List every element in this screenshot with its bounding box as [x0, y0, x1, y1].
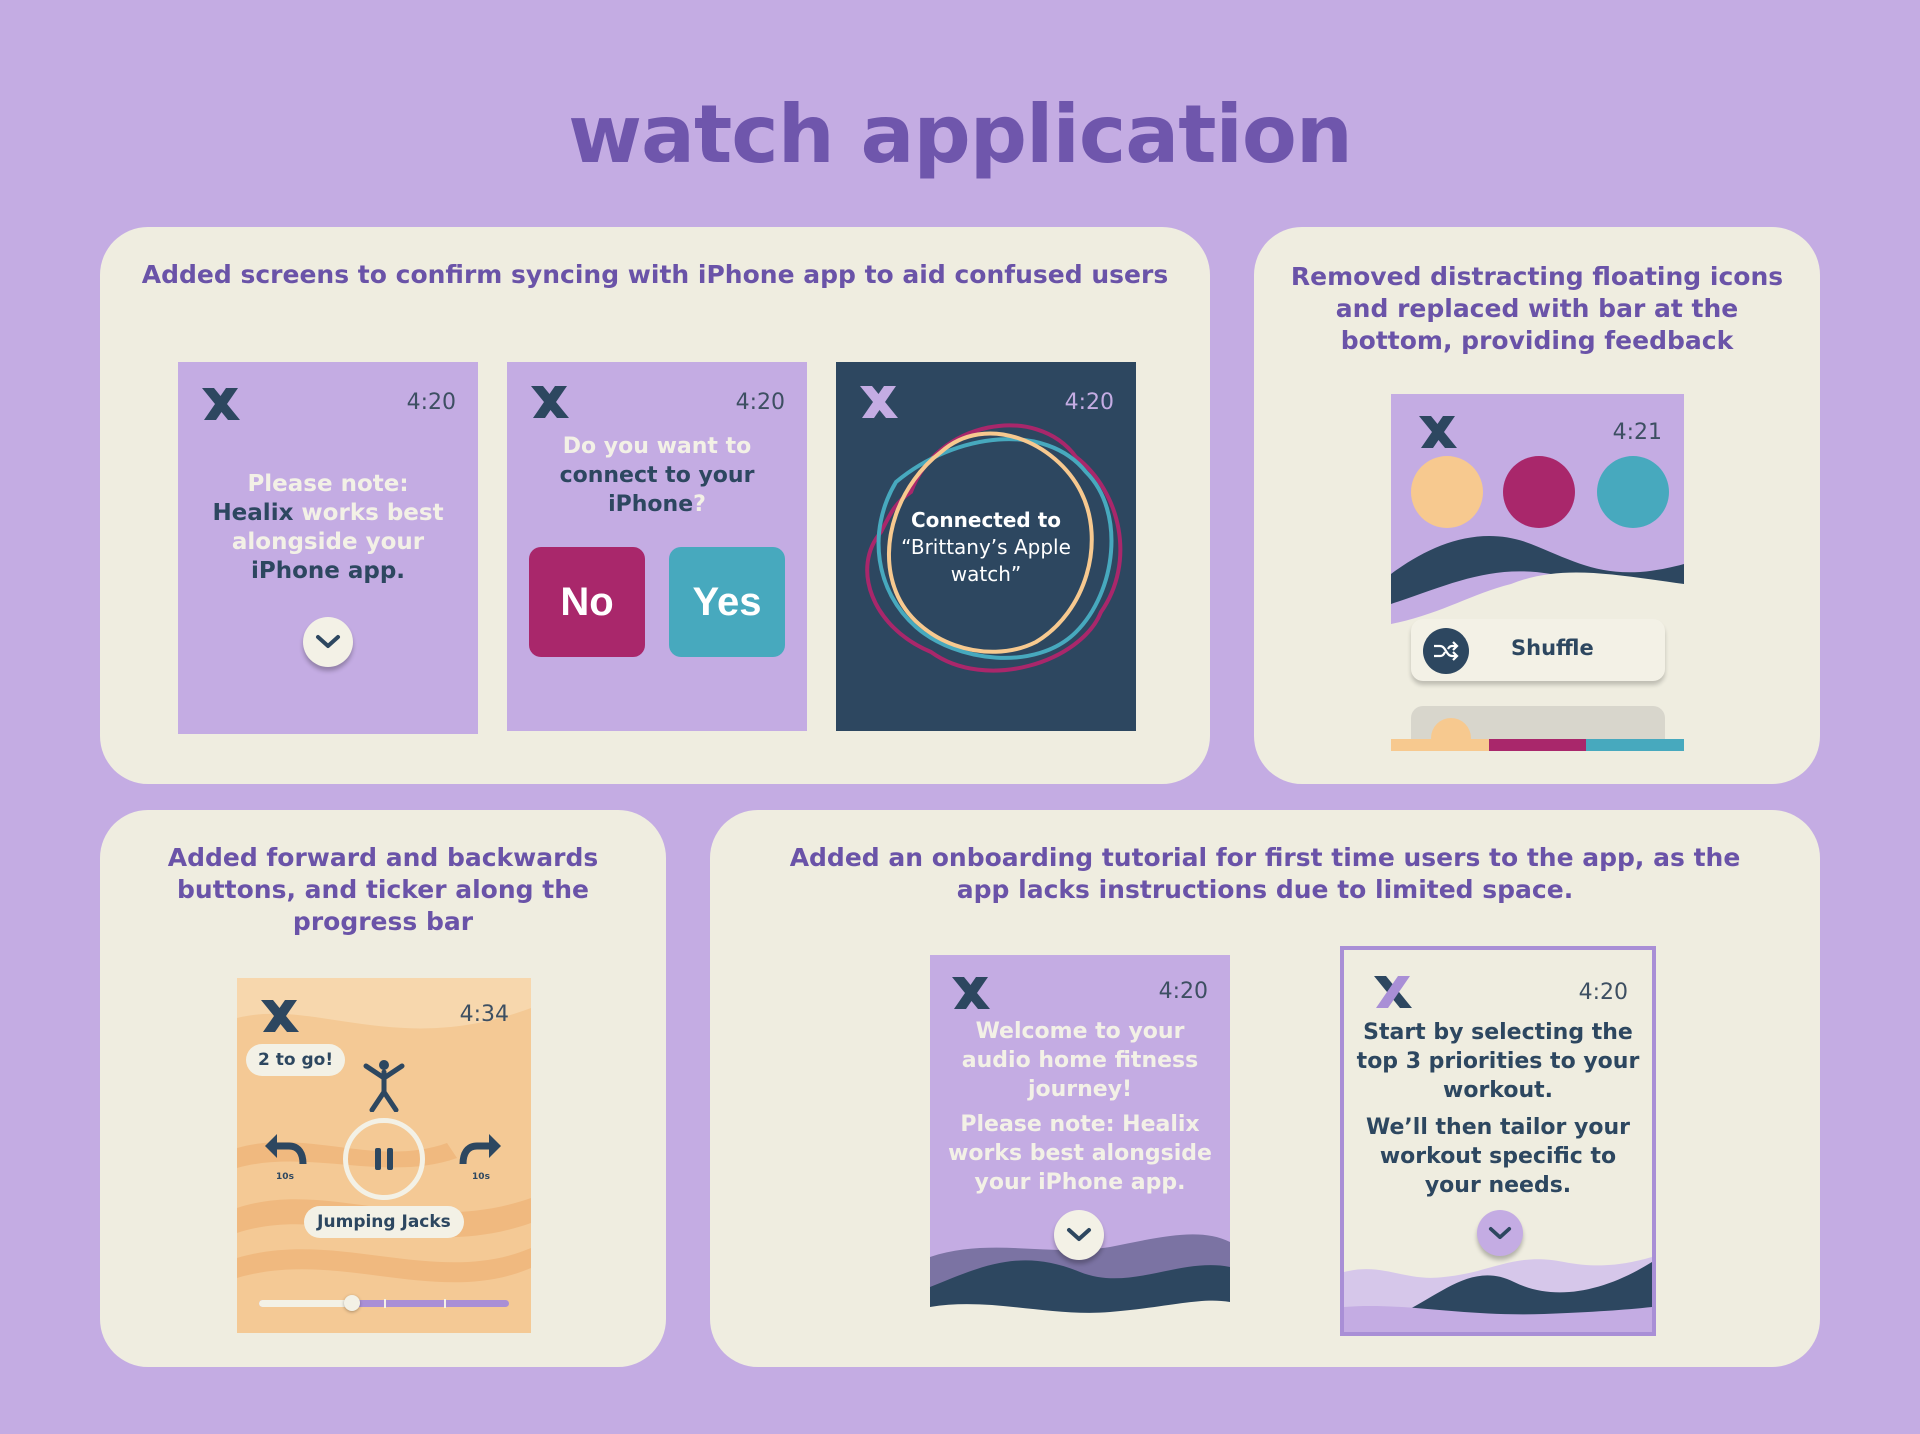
connect-question-screen: 4:20 Do you want to connect to your iPho…: [507, 362, 807, 731]
jumping-person-icon: [363, 1060, 405, 1112]
welcome-text: Welcome to your audio home fitness journ…: [948, 1019, 1212, 1195]
magenta-priority-circle[interactable]: [1503, 456, 1575, 528]
please-note-screen: 4:20 Please note: Healix works best alon…: [178, 362, 478, 734]
feedback-caption: Removed distracting floating icons and r…: [1290, 262, 1784, 355]
note-text: Please note: Healix works best alongside…: [212, 471, 444, 584]
scroll-down-button[interactable]: [303, 617, 353, 667]
watch-time: 4:20: [735, 390, 785, 415]
healix-logo-icon: [259, 996, 301, 1036]
selection-screen: 4:21 Shuffle: [1391, 394, 1684, 751]
pause-button[interactable]: [343, 1118, 425, 1200]
replay-icon: [265, 1134, 307, 1165]
scroll-down-button[interactable]: [1054, 1210, 1104, 1260]
shuffle-icon: [1423, 628, 1469, 674]
shuffle-label: Shuffle: [1511, 636, 1594, 660]
yes-button[interactable]: Yes: [669, 547, 785, 657]
connected-text: Connected to “Brittany’s Apple watch”: [901, 508, 1071, 586]
watch-time: 4:34: [459, 1002, 509, 1027]
sync-card: Added screens to confirm syncing with iP…: [100, 227, 1210, 784]
sync-caption: Added screens to confirm syncing with iP…: [141, 260, 1169, 289]
healix-logo-icon: [200, 384, 242, 424]
watch-time: 4:20: [1064, 390, 1114, 415]
page-title: watch application: [568, 88, 1353, 181]
peach-priority-circle[interactable]: [1411, 456, 1483, 528]
workout-player-screen: 4:34 2 to go! 10s 10s Jumping Jacks: [237, 978, 531, 1333]
shuffle-button[interactable]: Shuffle: [1411, 619, 1665, 681]
watch-time: 4:21: [1612, 420, 1662, 445]
connect-question-text: Do you want to connect to your iPhone?: [559, 434, 755, 517]
feedback-bar: [1391, 739, 1684, 751]
chevron-down-icon: [316, 635, 340, 648]
healix-logo-icon: [1372, 972, 1414, 1012]
feedback-card: Removed distracting floating icons and r…: [1254, 227, 1820, 784]
back-seconds-label: 10s: [276, 1172, 294, 1182]
watch-time: 4:20: [406, 390, 456, 415]
healix-logo-icon: [1417, 412, 1459, 452]
welcome-screen: 4:20 Welcome to your audio home fitness …: [930, 955, 1230, 1327]
exercise-name-label: Jumping Jacks: [304, 1206, 464, 1238]
chevron-down-icon: [1488, 1226, 1512, 1239]
progress-ticker[interactable]: [343, 1295, 360, 1311]
controls-card: Added forward and backwards buttons, and…: [100, 810, 666, 1367]
wave-decoration: [1344, 1257, 1652, 1332]
connected-screen: 4:20 Connected to “Brittany’s Apple watc…: [836, 362, 1136, 731]
forward-10s-button[interactable]: 10s: [459, 1128, 503, 1188]
watch-time: 4:20: [1578, 980, 1628, 1005]
controls-caption: Added forward and backwards buttons, and…: [167, 843, 599, 936]
reps-remaining-badge: 2 to go!: [246, 1044, 346, 1076]
sound-wave-rings-icon: [865, 423, 1123, 673]
pause-icon: [375, 1148, 393, 1170]
wave-decoration: [1391, 535, 1684, 634]
progress-bar[interactable]: [259, 1295, 509, 1311]
teal-priority-circle[interactable]: [1597, 456, 1669, 528]
no-button[interactable]: No: [529, 547, 645, 657]
forward-seconds-label: 10s: [472, 1172, 490, 1182]
onboarding-caption: Added an onboarding tutorial for first t…: [789, 843, 1741, 904]
watch-time: 4:20: [1158, 979, 1208, 1004]
onboarding-card: Added an onboarding tutorial for first t…: [710, 810, 1820, 1367]
start-selecting-screen: 4:20 Start by selecting the top 3 priori…: [1340, 946, 1656, 1336]
scroll-down-button[interactable]: [1477, 1210, 1523, 1256]
back-10s-button[interactable]: 10s: [263, 1128, 307, 1188]
wave-decoration: [930, 1234, 1230, 1327]
forward-icon: [459, 1134, 501, 1165]
start-text: Start by selecting the top 3 priorities …: [1356, 1020, 1640, 1198]
healix-logo-icon: [950, 973, 992, 1013]
progress-fill: [259, 1300, 352, 1307]
chevron-down-icon: [1067, 1228, 1091, 1241]
healix-logo-icon: [529, 382, 571, 422]
